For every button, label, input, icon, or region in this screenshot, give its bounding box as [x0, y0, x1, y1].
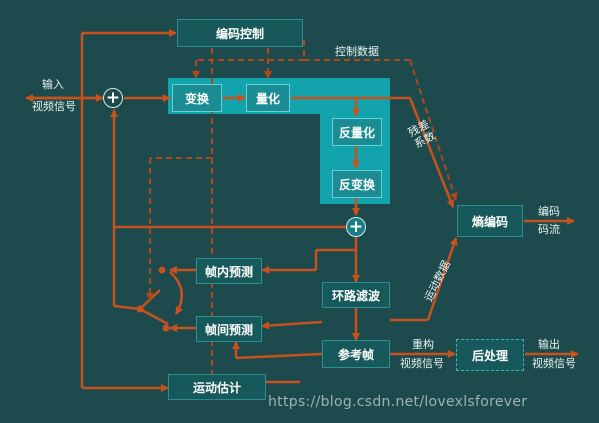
input-adder: + — [103, 88, 123, 108]
watermark: https://blog.csdn.net/lovexlsforever — [268, 394, 528, 410]
inverse-transform-block: 反变换 — [332, 170, 382, 198]
transform-block: 变换 — [172, 84, 222, 112]
post-processing-block: 后处理 — [456, 339, 524, 371]
entropy-coding-block: 熵编码 — [457, 205, 523, 237]
encode-control-block: 编码控制 — [177, 19, 303, 47]
reconstructed-signal-label: 视频信号 — [400, 357, 444, 370]
bitstream-label: 编码 — [538, 205, 560, 218]
reconstruction-label: 重构 — [412, 338, 434, 351]
inverse-quantize-block: 反量化 — [332, 118, 382, 146]
bitstream-label-2: 码流 — [538, 223, 560, 236]
output-label: 输出 — [538, 338, 560, 351]
loop-filter-block: 环路滤波 — [322, 282, 390, 308]
intra-prediction-block: 帧内预测 — [196, 258, 262, 284]
control-data-label: 控制数据 — [335, 45, 379, 58]
input-signal-label: 视频信号 — [32, 100, 76, 113]
output-signal-label: 视频信号 — [532, 357, 576, 370]
input-label: 输入 — [42, 78, 64, 91]
inter-prediction-block: 帧间预测 — [196, 316, 262, 342]
reconstruction-adder: + — [346, 217, 366, 237]
motion-estimation-block: 运动估计 — [168, 374, 266, 400]
quantize-block: 量化 — [246, 84, 290, 112]
reference-frame-block: 参考帧 — [322, 340, 390, 368]
